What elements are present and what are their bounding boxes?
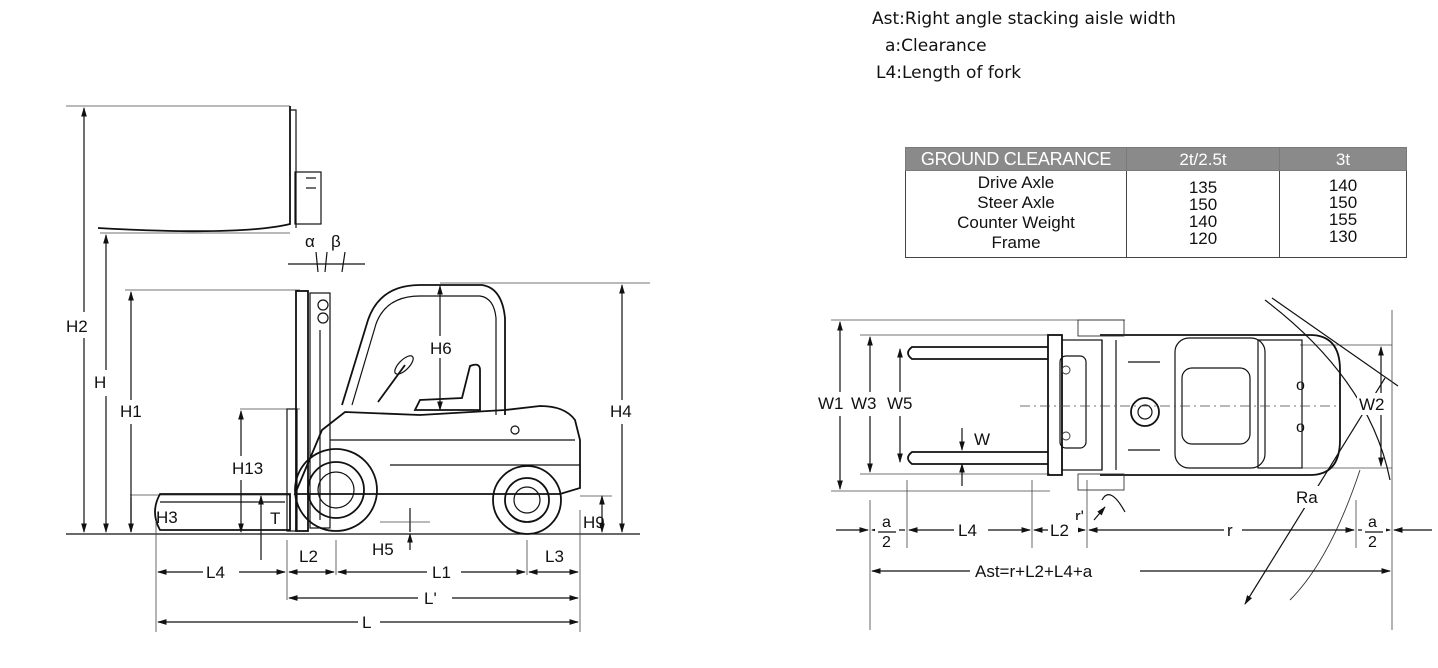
value-drive-2t: 135	[1188, 178, 1218, 197]
value-counter-2t: 140	[1188, 212, 1218, 231]
label-Ra: Ra	[1296, 488, 1318, 507]
row-name-counter-weight: Counter Weight	[957, 213, 1075, 232]
fraction-a-over-2-left: a 2	[875, 510, 899, 552]
row-name-steer-axle: Steer Axle	[977, 193, 1055, 212]
legend-a: a:Clearance	[885, 36, 987, 56]
table-header-row: GROUND CLEARANCE 2t/2.5t 3t	[905, 147, 1407, 171]
row-name-frame: Frame	[991, 233, 1041, 252]
label-W5: W5	[887, 394, 913, 413]
legend: Ast:Right angle stacking aisle width a:C…	[872, 6, 1176, 87]
table-cell-names: Drive Axle Steer Axle Counter Weight Fra…	[905, 170, 1127, 258]
label-alpha: α	[305, 232, 315, 251]
label-W1: W1	[818, 394, 844, 413]
value-counter-3t: 155	[1328, 210, 1358, 229]
frac-left-num: a	[882, 514, 891, 531]
label-T: T	[270, 509, 280, 528]
frac-left-den: 2	[882, 534, 891, 551]
label-W2: W2	[1359, 395, 1385, 414]
label-W: W	[974, 430, 990, 449]
side-view: H2 H H1 H3 H13 T H6 H4 H5 H9 α β L4 L2 L…	[62, 105, 650, 632]
label-H6: H6	[430, 339, 452, 358]
label-beta: β	[331, 232, 341, 251]
label-H9: H9	[583, 513, 605, 532]
label-r: r	[1227, 521, 1233, 540]
table-header-ground-clearance: GROUND CLEARANCE	[905, 147, 1127, 171]
label-Ast: Ast=r+L2+L4+a	[975, 562, 1093, 581]
label-top-L2: L2	[1050, 521, 1069, 540]
fraction-a-over-2-right: a 2	[1362, 510, 1386, 552]
label-rprime: r'	[1075, 507, 1084, 526]
label-L2: L2	[299, 547, 318, 566]
frac-right-num: a	[1368, 514, 1377, 531]
label-H2: H2	[66, 317, 88, 336]
label-W3: W3	[851, 394, 877, 413]
table-header-3t: 3t	[1279, 147, 1407, 171]
legend-l4: L4:Length of fork	[876, 63, 1022, 83]
label-H4: H4	[610, 402, 632, 421]
table-cell-3t: 140 150 155 130	[1279, 170, 1407, 258]
table-row: Drive Axle Steer Axle Counter Weight Fra…	[905, 170, 1407, 258]
label-H: H	[94, 373, 106, 392]
label-L1: L1	[432, 563, 451, 582]
row-name-drive-axle: Drive Axle	[977, 173, 1055, 192]
value-drive-3t: 140	[1328, 176, 1358, 195]
legend-ast: Ast:Right angle stacking aisle width	[872, 9, 1176, 29]
label-L4: L4	[206, 563, 225, 582]
svg-text:o: o	[1296, 377, 1305, 394]
ground-clearance-table: GROUND CLEARANCE 2t/2.5t 3t Drive Axle S…	[905, 147, 1407, 258]
label-H1: H1	[120, 402, 142, 421]
label-L3: L3	[545, 547, 564, 566]
top-view: o o	[815, 297, 1432, 630]
value-steer-2t: 150	[1188, 195, 1218, 214]
svg-text:o: o	[1296, 419, 1305, 436]
label-L: L	[362, 613, 371, 632]
label-Lprime: L'	[424, 589, 437, 608]
value-frame-3t: 130	[1328, 227, 1358, 246]
value-steer-3t: 150	[1328, 193, 1358, 212]
label-top-L4: L4	[958, 521, 977, 540]
label-H3: H3	[156, 508, 178, 527]
value-frame-2t: 120	[1188, 229, 1218, 248]
table-header-2t: 2t/2.5t	[1126, 147, 1280, 171]
frac-right-den: 2	[1368, 534, 1377, 551]
label-H13: H13	[232, 459, 263, 478]
label-H5: H5	[372, 540, 394, 559]
